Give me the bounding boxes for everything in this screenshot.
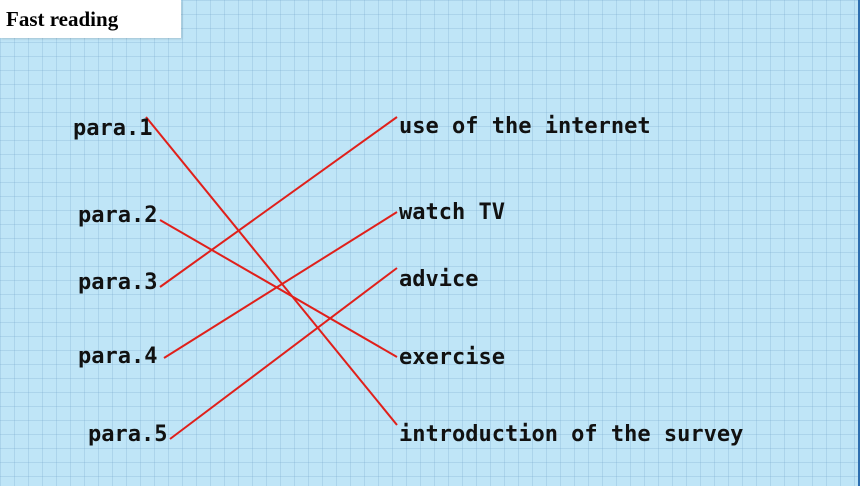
para-label-3: para.3 xyxy=(78,270,158,295)
para-label-1: para.1 xyxy=(73,116,153,141)
slide-right-border xyxy=(858,0,860,486)
match-line-para3 xyxy=(159,116,398,288)
title-box: Fast reading xyxy=(0,0,181,38)
topic-label-watch-tv: watch TV xyxy=(399,200,505,225)
para-label-5: para.5 xyxy=(88,422,168,447)
topic-label-exercise: exercise xyxy=(399,345,505,370)
slide-title: Fast reading xyxy=(6,7,119,31)
topic-label-advice: advice xyxy=(399,267,479,292)
para-label-2: para.2 xyxy=(78,203,158,228)
match-line-para4 xyxy=(163,211,398,359)
topic-label-introduction: introduction of the survey xyxy=(399,422,744,447)
topic-label-internet: use of the internet xyxy=(399,114,651,139)
match-line-para2 xyxy=(159,219,398,358)
match-line-para5 xyxy=(169,267,398,440)
match-line-para1 xyxy=(145,116,398,426)
para-label-4: para.4 xyxy=(78,344,158,369)
